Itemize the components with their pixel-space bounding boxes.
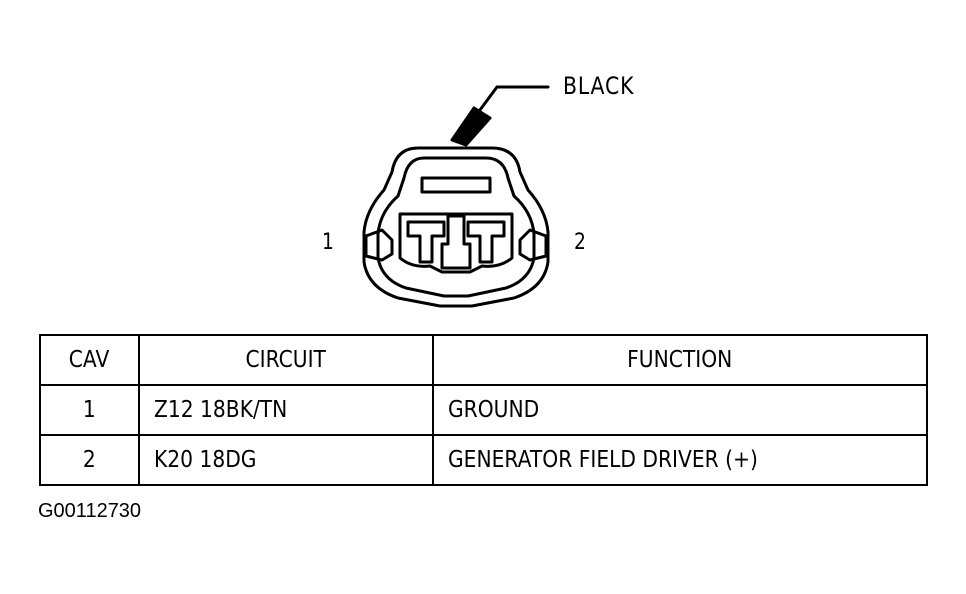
terminal-cavity bbox=[398, 212, 514, 274]
connector-outer-body bbox=[362, 146, 550, 308]
cell-circuit: K20 18DG bbox=[138, 434, 434, 486]
connector-latch bbox=[420, 176, 492, 194]
terminal-2 bbox=[466, 220, 506, 264]
table-header-row: CAV CIRCUIT FUNCTION bbox=[39, 334, 928, 386]
connector-inner-outline bbox=[376, 156, 536, 298]
cell-cav: 1 bbox=[39, 384, 140, 436]
header-circuit: CIRCUIT bbox=[138, 334, 434, 386]
pin-1-label: 1 bbox=[322, 230, 335, 255]
right-ear bbox=[518, 228, 548, 262]
pinout-table: CAV CIRCUIT FUNCTION 1 Z12 18BK/TN GROUN… bbox=[39, 334, 928, 486]
figure-id: G00112730 bbox=[38, 500, 142, 522]
header-function: FUNCTION bbox=[432, 334, 928, 386]
connector-color-label: BLACK bbox=[563, 72, 635, 100]
cell-function: GENERATOR FIELD DRIVER (+) bbox=[432, 434, 928, 486]
cell-function: GROUND bbox=[432, 384, 928, 436]
header-cav: CAV bbox=[39, 334, 140, 386]
left-ear bbox=[364, 228, 394, 262]
center-key bbox=[440, 214, 472, 270]
table-row: 1 Z12 18BK/TN GROUND bbox=[39, 384, 928, 436]
cell-circuit: Z12 18BK/TN bbox=[138, 384, 434, 436]
leader-arrow bbox=[450, 106, 492, 147]
terminal-1 bbox=[406, 220, 446, 264]
pin-2-label: 2 bbox=[574, 230, 587, 255]
table-row: 2 K20 18DG GENERATOR FIELD DRIVER (+) bbox=[39, 434, 928, 486]
leader-line bbox=[472, 85, 550, 120]
cell-cav: 2 bbox=[39, 434, 140, 486]
